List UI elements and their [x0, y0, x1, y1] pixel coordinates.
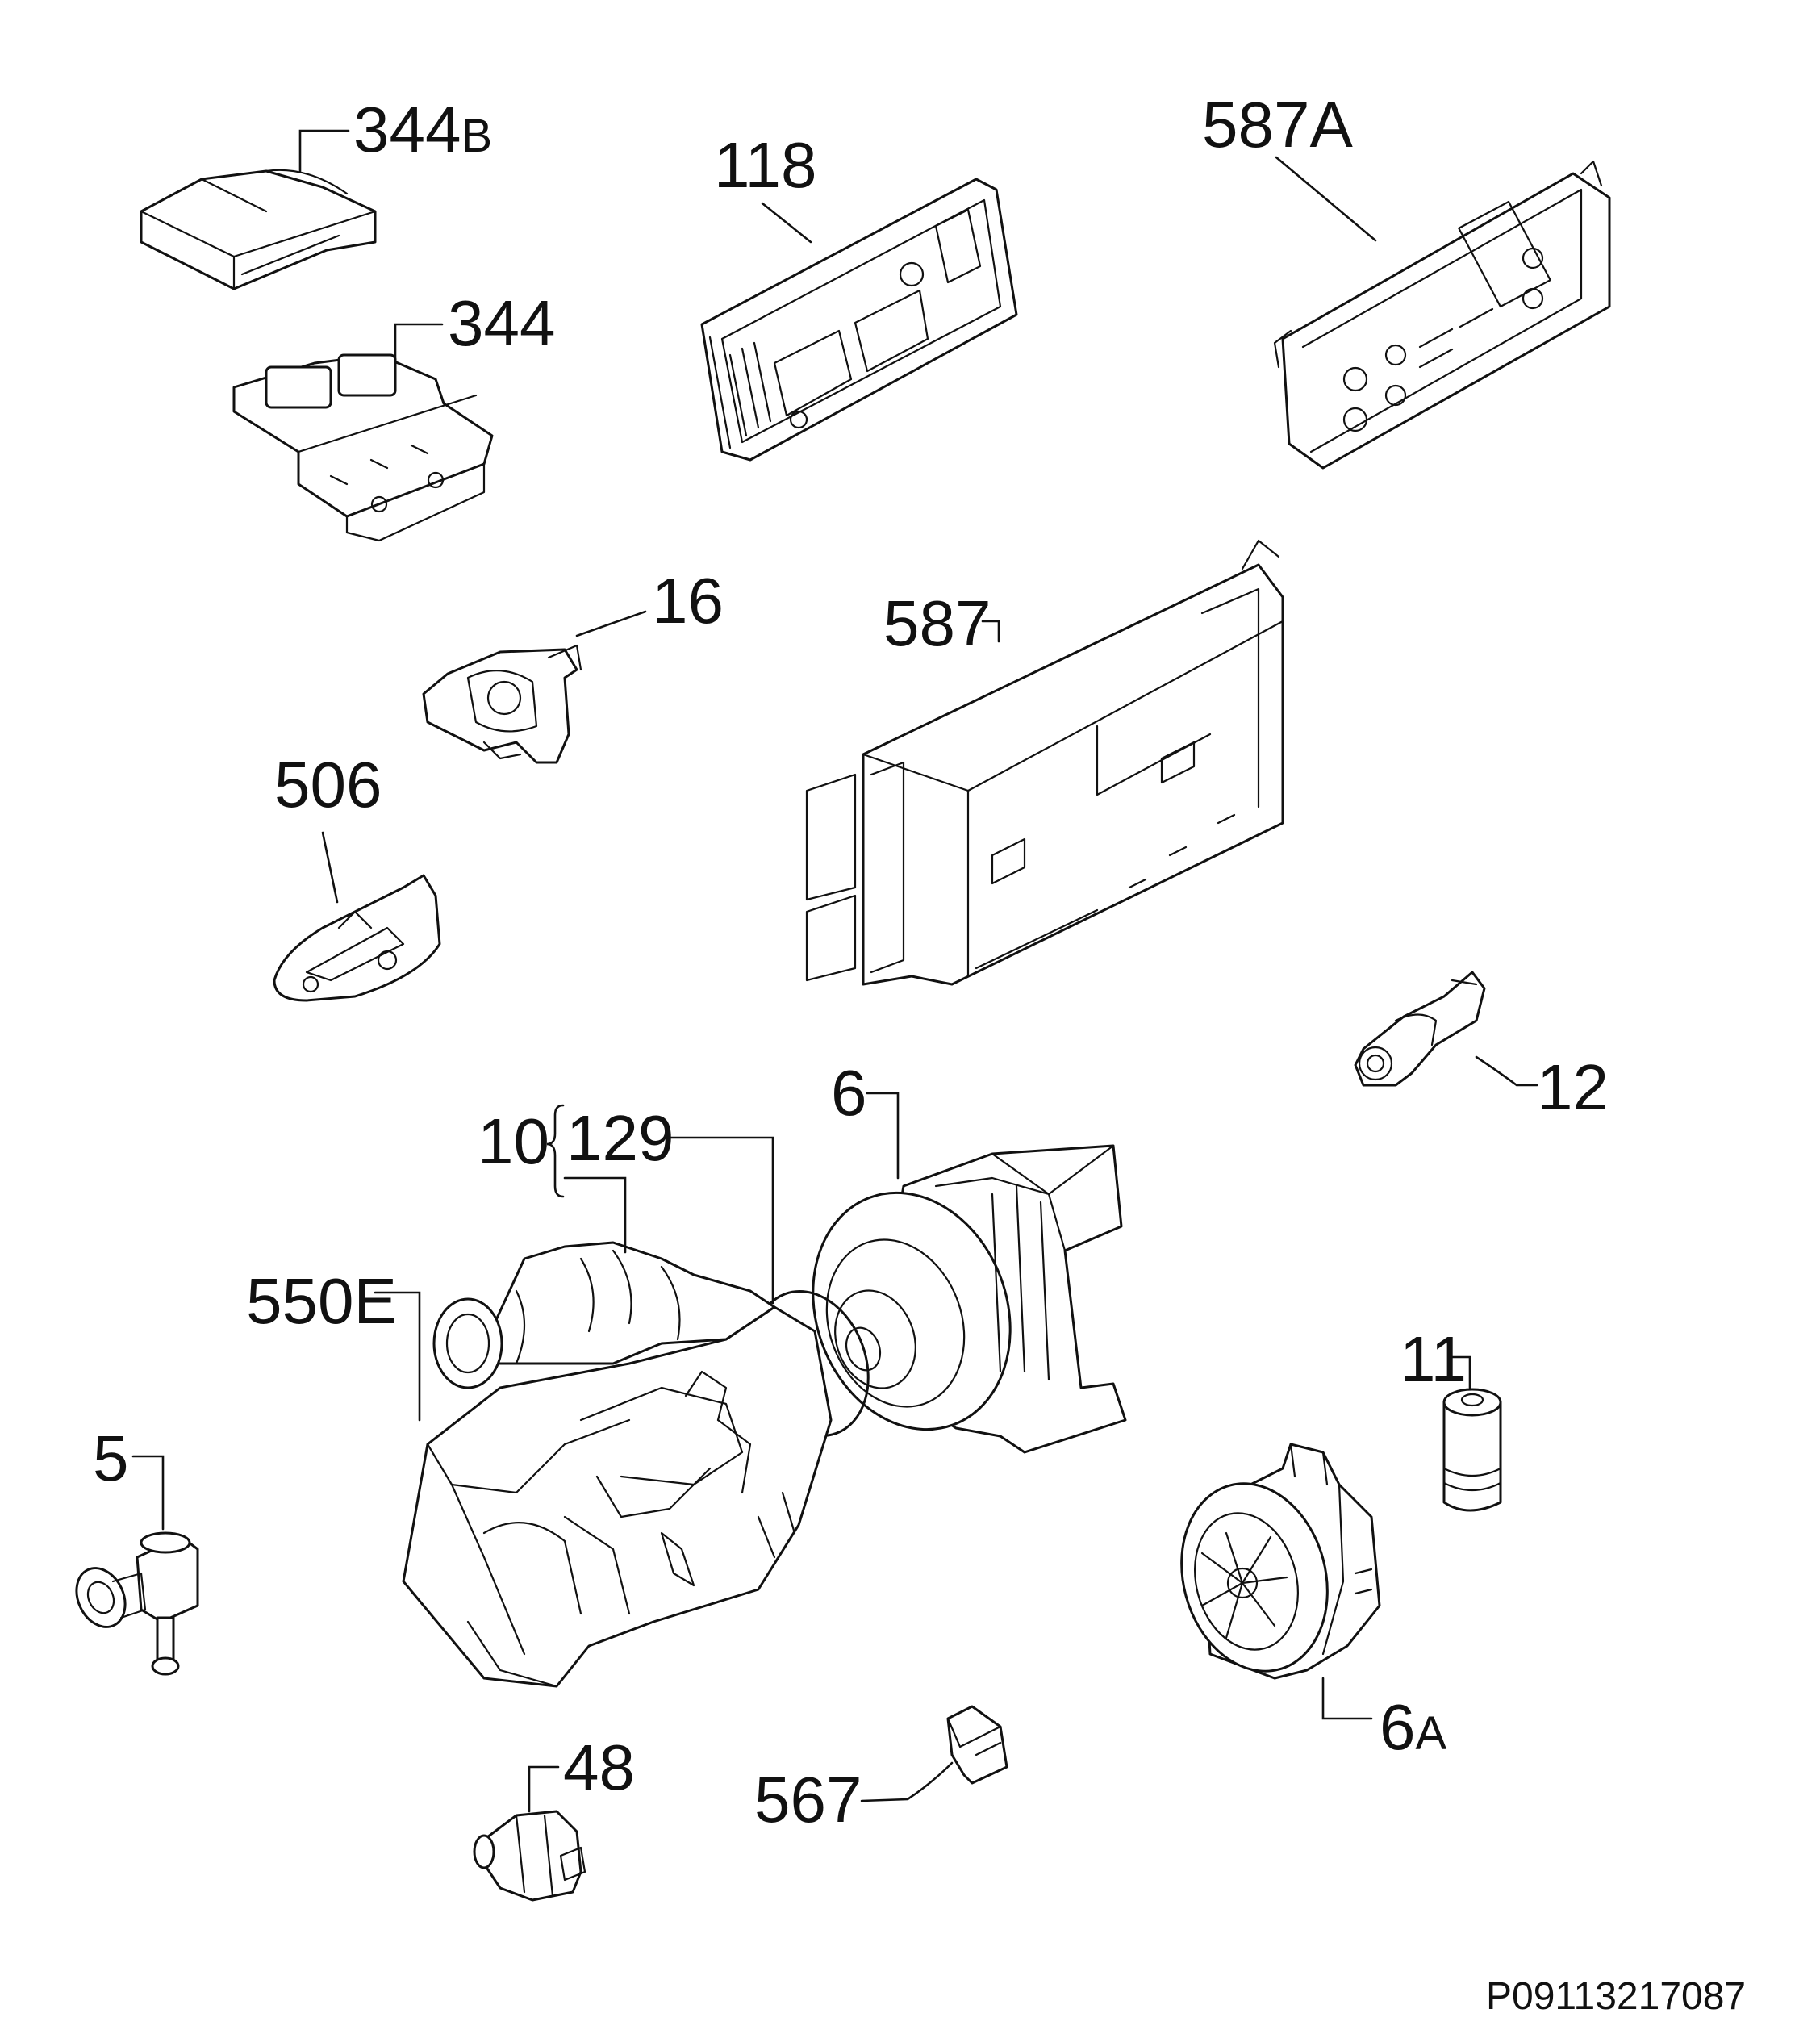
part-12-flow-sensor[interactable]	[1354, 971, 1486, 1087]
leader-550e	[374, 1291, 421, 1422]
label-344: 344	[448, 287, 555, 359]
part-344-module[interactable]	[232, 353, 494, 542]
label-129: 129	[566, 1102, 674, 1174]
label-587: 587	[883, 587, 991, 659]
part-344b-cover[interactable]	[140, 169, 377, 290]
label-567: 567	[754, 1764, 862, 1836]
leader-5	[131, 1455, 165, 1531]
part-48-pressure-switch[interactable]	[473, 1810, 586, 1902]
leader-567	[860, 1761, 954, 1802]
part-129-heater-tube[interactable]	[432, 1241, 776, 1389]
label-587a: 587A	[1202, 89, 1353, 161]
leader-48	[528, 1765, 560, 1813]
leader-129-tube	[563, 1176, 627, 1254]
part-567-connector[interactable]	[946, 1705, 1008, 1785]
label-16: 16	[652, 565, 724, 637]
leader-587	[981, 620, 1000, 643]
part-550e-housing[interactable]	[402, 1305, 833, 1688]
leader-11	[1451, 1355, 1471, 1389]
leader-6a	[1321, 1677, 1373, 1720]
part-587-module[interactable]	[805, 539, 1284, 986]
leader-6	[866, 1092, 900, 1180]
label-6a: 6A	[1380, 1691, 1447, 1763]
leader-344b	[298, 129, 350, 173]
leader-16	[575, 610, 647, 637]
leader-118	[761, 202, 812, 244]
part-16-sensor[interactable]	[422, 644, 582, 764]
leader-12	[1475, 1055, 1538, 1087]
leader-129-gasket	[666, 1136, 774, 1305]
part-506-sensor[interactable]	[273, 874, 441, 1002]
part-587a-panel[interactable]	[1273, 160, 1611, 470]
leader-344	[394, 323, 444, 363]
label-5: 5	[93, 1422, 129, 1494]
label-48: 48	[563, 1731, 635, 1803]
part-118-control-board[interactable]	[700, 178, 1018, 462]
label-550e: 550E	[246, 1265, 397, 1337]
part-11-capacitor[interactable]	[1442, 1388, 1502, 1512]
label-6: 6	[831, 1057, 867, 1129]
label-12: 12	[1537, 1051, 1609, 1123]
label-11: 11	[1400, 1323, 1467, 1395]
leader-587a	[1275, 156, 1377, 242]
part-6a-drain-pump[interactable]	[1161, 1443, 1381, 1688]
label-344b: 344B	[353, 94, 492, 165]
label-118: 118	[714, 129, 817, 201]
label-10: 10	[478, 1105, 549, 1177]
part-5-inlet-valve[interactable]	[68, 1531, 199, 1676]
leader-10-brace	[546, 1104, 565, 1198]
document-id: P09113217087	[1486, 1975, 1746, 2018]
label-506: 506	[274, 749, 382, 821]
leader-506	[321, 831, 339, 904]
part-6-pump-motor[interactable]	[781, 1144, 1127, 1457]
